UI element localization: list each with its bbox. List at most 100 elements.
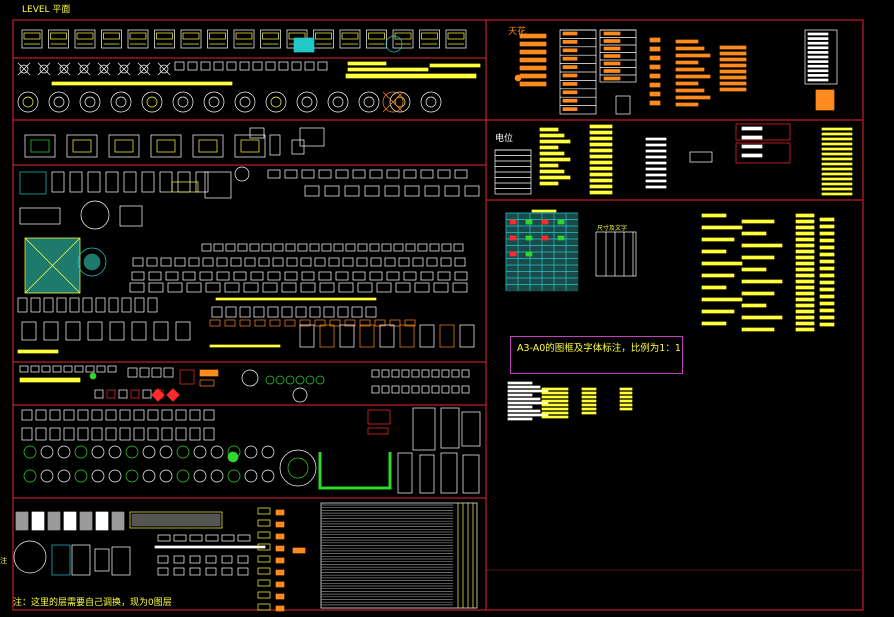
table-chair-block-icon	[160, 257, 172, 267]
car-block-icon	[440, 407, 460, 449]
bed-block-icon	[304, 185, 320, 197]
table-chair-block-icon	[269, 134, 281, 156]
legend-table-icon	[819, 322, 835, 327]
spa-pattern-icon	[129, 511, 223, 529]
bed-block-icon	[437, 169, 451, 179]
section-frames	[12, 19, 864, 611]
plant-block-icon	[287, 457, 309, 479]
table-chair-block-icon	[405, 243, 416, 252]
lamp-symbol-icon	[151, 367, 162, 378]
legend-table-icon	[821, 192, 853, 196]
bed-block-icon	[19, 171, 47, 195]
lamp-symbol-icon	[85, 365, 95, 373]
table-chair-block-icon	[454, 257, 466, 267]
spa-pattern-icon	[95, 511, 109, 531]
bed-block-icon	[344, 185, 360, 197]
legend-table-icon	[619, 387, 633, 391]
legend-table-icon	[562, 98, 578, 103]
table-chair-block-icon	[37, 62, 51, 76]
bed-block-icon	[87, 171, 101, 193]
sofa-block-icon	[262, 32, 279, 40]
table-chair-block-icon	[137, 62, 151, 76]
round-table-icon	[363, 96, 375, 108]
table-chair-block-icon	[199, 271, 213, 281]
sanitary-ware-icon	[82, 297, 93, 313]
table-chair-block-icon	[174, 257, 186, 267]
sanitary-ware-icon	[439, 324, 455, 348]
legend-table-icon	[804, 29, 838, 85]
bed-block-icon	[204, 171, 232, 199]
sofa-block-icon	[385, 35, 403, 53]
door-symbol-icon	[461, 385, 470, 394]
legend-table-icon	[675, 39, 699, 44]
legend-table-icon	[541, 411, 569, 415]
legend-table-icon	[819, 231, 835, 236]
bed-block-icon	[69, 171, 83, 193]
table-chair-block-icon	[335, 271, 349, 281]
lamp-symbol-icon	[63, 365, 73, 373]
round-table-icon	[172, 91, 194, 113]
legend-table-icon	[795, 213, 815, 218]
legend-table-icon	[615, 95, 631, 115]
table-chair-block-icon	[182, 271, 196, 281]
table-chair-block-icon	[225, 243, 236, 252]
sofa-block-icon	[182, 32, 200, 40]
legend-table-icon	[741, 126, 763, 131]
door-symbol-icon	[257, 543, 271, 551]
legend-table-icon	[645, 143, 667, 147]
table-chair-block-icon	[321, 243, 332, 252]
legend-table-icon	[807, 74, 829, 77]
legend-table-icon	[619, 407, 633, 411]
legend-table-icon	[741, 303, 767, 308]
sofa-block-icon	[154, 29, 175, 49]
table-chair-block-icon	[30, 139, 50, 153]
lamp-symbol-icon	[41, 365, 51, 373]
sofa-block-icon	[421, 32, 438, 40]
plant-block-icon	[142, 445, 156, 459]
legend-table-icon	[819, 224, 835, 229]
table-chair-block-icon	[186, 282, 202, 293]
round-table-icon	[425, 96, 437, 108]
plant-block-icon	[279, 449, 317, 487]
table-chair-block-icon	[300, 257, 312, 267]
table-chair-block-icon	[453, 243, 464, 252]
table-chair-block-icon	[230, 257, 242, 267]
sofa-block-icon	[366, 29, 387, 49]
legend-table-icon	[589, 160, 613, 165]
legend-table-icon	[819, 308, 835, 313]
table-chair-block-icon	[273, 243, 284, 252]
table-chair-block-icon	[213, 243, 224, 252]
legend-table-icon	[649, 55, 661, 61]
table-chair-block-icon	[224, 282, 240, 293]
table-chair-block-icon	[174, 61, 185, 71]
legend-table-icon	[719, 57, 747, 62]
table-chair-block-icon	[249, 243, 260, 252]
legend-table-icon	[507, 393, 533, 397]
round-table-icon	[296, 91, 318, 113]
legend-table-icon	[509, 219, 517, 225]
table-chair-block-icon	[108, 134, 140, 158]
legend-table-icon	[735, 123, 791, 141]
sanitary-ware-icon	[344, 319, 356, 327]
legend-table-icon	[619, 391, 633, 395]
legend-table-icon	[589, 190, 613, 195]
table-chair-block-icon	[200, 61, 211, 71]
table-chair-block-icon	[304, 61, 315, 71]
table-chair-block-icon	[249, 127, 265, 139]
legend-table-icon	[795, 315, 815, 320]
table-chair-block-icon	[57, 62, 71, 76]
legend-table-icon	[741, 144, 763, 149]
sanitary-ware-icon	[459, 324, 475, 348]
table-chair-block-icon	[165, 271, 179, 281]
electrical-section-label: 电位	[495, 134, 514, 144]
plant-block-icon	[227, 451, 239, 463]
table-chair-block-icon	[192, 134, 224, 158]
sanitary-ware-icon	[91, 409, 103, 421]
door-symbol-icon	[391, 369, 400, 378]
legend-table-icon	[819, 266, 835, 271]
sanitary-ware-icon	[339, 324, 355, 348]
spa-pattern-icon	[15, 511, 29, 531]
legend-table-icon	[675, 46, 705, 51]
round-table-icon	[53, 96, 65, 108]
